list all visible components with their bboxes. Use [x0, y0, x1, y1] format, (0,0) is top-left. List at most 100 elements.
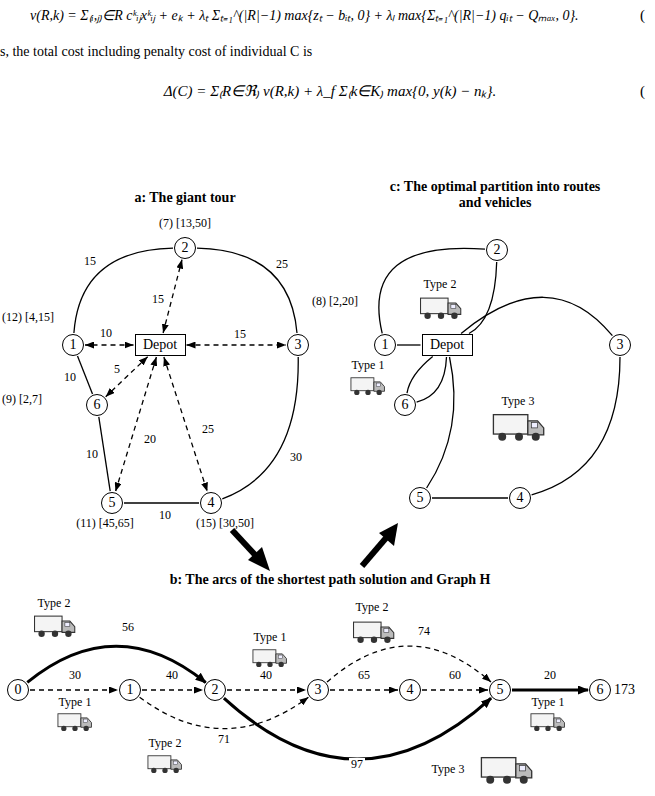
edge-weight: 10	[157, 509, 173, 522]
formula: ν(R,k) = Σ₍ᵢ,ⱼ₎∈R cᵏᵢⱼxᵏᵢⱼ + eₖ + λₜ Σₜ₌…	[30, 8, 630, 24]
node-number: 4	[517, 491, 524, 505]
node-number: 6	[94, 398, 101, 412]
edge-weight: 10	[84, 448, 100, 461]
route-line	[532, 357, 620, 495]
edge-weight: 25	[200, 423, 216, 436]
route-line	[461, 297, 612, 335]
node-number: 4	[208, 496, 215, 510]
vehicle-type: Type 3	[432, 763, 465, 777]
equation-number: (	[640, 7, 645, 24]
dashed-arc	[140, 697, 309, 728]
node-number: 1	[70, 338, 77, 352]
edge-weight: 15	[82, 255, 98, 268]
route-line	[99, 417, 110, 491]
route-line	[74, 248, 173, 333]
edge-weight: 10	[62, 371, 78, 384]
edge-weight: 40	[258, 669, 274, 682]
node-number: 5	[497, 683, 504, 697]
depot-label: Depot	[430, 338, 464, 352]
depot-label: Depot	[143, 338, 177, 352]
customer-node: 5	[101, 492, 123, 514]
dashed-arc	[330, 689, 398, 690]
vehicle-type: Type 2	[356, 601, 389, 615]
vehicle-type: Type 1	[254, 631, 287, 645]
node-number: 5	[417, 491, 424, 505]
route-line	[407, 357, 433, 394]
customer-node: 5	[409, 487, 431, 509]
node-number: 3	[617, 338, 624, 352]
body-text: s, the total cost including penalty cost…	[0, 44, 312, 60]
node-number: 3	[315, 683, 322, 697]
dashed-arc	[116, 357, 157, 492]
path-cost: 173	[614, 682, 635, 698]
solution-arc	[27, 646, 205, 682]
dashed-arc	[106, 357, 148, 397]
edge-weight: 30	[288, 451, 304, 464]
depot-box: Depot	[422, 334, 473, 356]
edge-weight: 97	[349, 758, 365, 771]
customer-node: 2	[486, 239, 508, 261]
demand-window: (11) [45,65]	[76, 517, 134, 531]
vehicle-type: Type 2	[38, 597, 71, 611]
edge-weight: 60	[447, 669, 463, 682]
node-number: 2	[212, 683, 219, 697]
node-number: 4	[407, 683, 414, 697]
node-number: 2	[182, 241, 189, 255]
dashed-arc	[327, 646, 491, 682]
edge-weight: 30	[67, 669, 83, 682]
demand-window: (8) [2,20]	[312, 295, 358, 309]
edge-weight: 65	[356, 669, 372, 682]
dashed-arc	[227, 689, 306, 690]
node-number: 1	[127, 683, 134, 697]
customer-node: 1	[374, 334, 396, 356]
solution-arc	[512, 689, 588, 692]
customer-node: 2	[174, 237, 196, 259]
panel-title: a: The giant tour	[134, 190, 235, 206]
node-number: 5	[109, 496, 116, 510]
customer-node: 4	[509, 487, 531, 509]
route-line	[417, 357, 447, 402]
truck-icon	[493, 415, 543, 441]
node-number: 6	[402, 398, 409, 412]
truck-icon	[253, 650, 287, 667]
truck-icon	[531, 714, 565, 731]
route-line	[469, 262, 497, 334]
demand-window: (9) [2,7]	[2, 393, 42, 407]
depot-box: Depot	[135, 334, 186, 356]
dashed-arc	[422, 689, 488, 690]
customer-node: 1	[119, 679, 141, 701]
panel-title: b: The arcs of the shortest path solutio…	[170, 572, 491, 588]
node-number: 1	[382, 338, 389, 352]
customer-node: 3	[287, 334, 309, 356]
equation-number: (	[640, 83, 645, 100]
customer-node: 3	[307, 679, 329, 701]
route-line	[432, 497, 508, 498]
demand-window: (12) [4,15]	[2, 311, 54, 325]
edge-weight: 40	[164, 669, 180, 682]
flow-arrow	[232, 530, 270, 571]
formula: Δ(C) = Σ₍R∈ℜ₎ ν(R,k) + λ_f Σ₍k∈K₎ max{0,…	[164, 83, 497, 100]
route-line	[197, 248, 297, 333]
route-line	[427, 357, 454, 488]
customer-node: 4	[399, 679, 421, 701]
route-line	[78, 356, 93, 394]
dashed-arc	[30, 689, 118, 690]
node-number: 2	[494, 243, 501, 257]
customer-node: 6	[86, 394, 108, 416]
vehicle-type: Type 3	[502, 395, 535, 409]
edge-weight: 5	[112, 363, 122, 376]
customer-node: 2	[204, 679, 226, 701]
edge-weight: 20	[142, 433, 158, 446]
dashed-arc	[142, 689, 203, 690]
truck-icon	[351, 378, 385, 395]
route-line	[397, 344, 421, 345]
customer-node: 6	[589, 679, 611, 701]
vehicle-type: Type 1	[352, 359, 385, 373]
edge-weight: 15	[150, 293, 166, 306]
edge-weight: 25	[274, 258, 290, 271]
edge-weight: 20	[542, 669, 558, 682]
vehicle-type: Type 2	[149, 737, 182, 751]
flow-arrow	[362, 523, 398, 566]
route-line	[124, 502, 199, 503]
